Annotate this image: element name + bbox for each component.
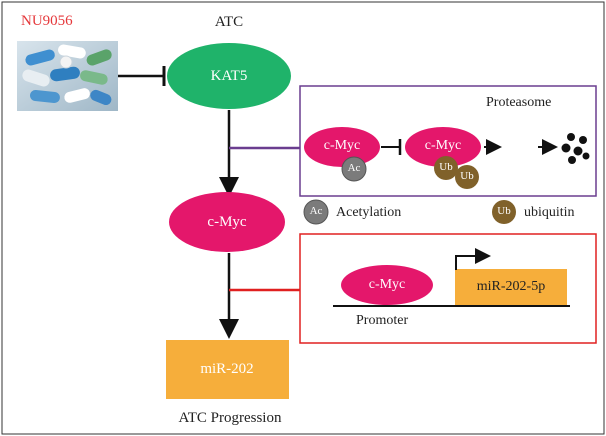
proteasome-panel bbox=[299, 85, 597, 197]
promoter-cmyc bbox=[341, 265, 433, 305]
kat5-node bbox=[167, 43, 291, 109]
ub-badge-1 bbox=[434, 156, 458, 180]
mir202-box bbox=[166, 340, 289, 399]
ub-badge-1-label: Ub bbox=[439, 161, 453, 173]
cmyc-ubiquitinated bbox=[405, 127, 481, 167]
legend-ub-symbol bbox=[492, 200, 516, 224]
ac-badge bbox=[341, 156, 367, 182]
legend-ubiquitin-label: ubiquitin bbox=[524, 205, 575, 220]
legend-ac-symbol bbox=[303, 199, 329, 225]
cell-label: ATC bbox=[214, 14, 244, 30]
promoter-cmyc-label: c-Myc bbox=[368, 277, 406, 292]
legend-acetylation-label: Acetylation bbox=[336, 205, 402, 220]
ub-badge-2 bbox=[455, 165, 479, 189]
ac-badge-label: Ac bbox=[347, 162, 361, 174]
legend-ub-symbol-label: Ub bbox=[497, 205, 511, 217]
promoter-panel bbox=[299, 233, 597, 344]
degraded-fragments bbox=[561, 133, 590, 164]
proteasome-title: Proteasome bbox=[486, 95, 552, 110]
cmyc-ubiquitinated-label: c-Myc bbox=[424, 138, 462, 153]
mir202-5p-label: miR-202-5p bbox=[476, 279, 546, 294]
mir202-label: miR-202 bbox=[200, 361, 254, 377]
ub-badge-2-label: Ub bbox=[460, 170, 474, 182]
transcription-start-arrow bbox=[455, 248, 491, 270]
cmyc-acetylated-label: c-Myc bbox=[323, 138, 361, 153]
mir202-5p-gene bbox=[455, 269, 567, 305]
promoter-label: Promoter bbox=[356, 313, 409, 328]
drug-name: NU9056 bbox=[21, 13, 73, 29]
drug-pills-image bbox=[17, 41, 118, 111]
progression-label: ATC Progression bbox=[178, 410, 282, 426]
kat5-label: KAT5 bbox=[210, 68, 248, 84]
cmyc-label: c-Myc bbox=[207, 214, 247, 230]
cmyc-node bbox=[169, 192, 285, 252]
legend-ac-symbol-label: Ac bbox=[309, 205, 323, 217]
cmyc-acetylated bbox=[304, 127, 380, 167]
